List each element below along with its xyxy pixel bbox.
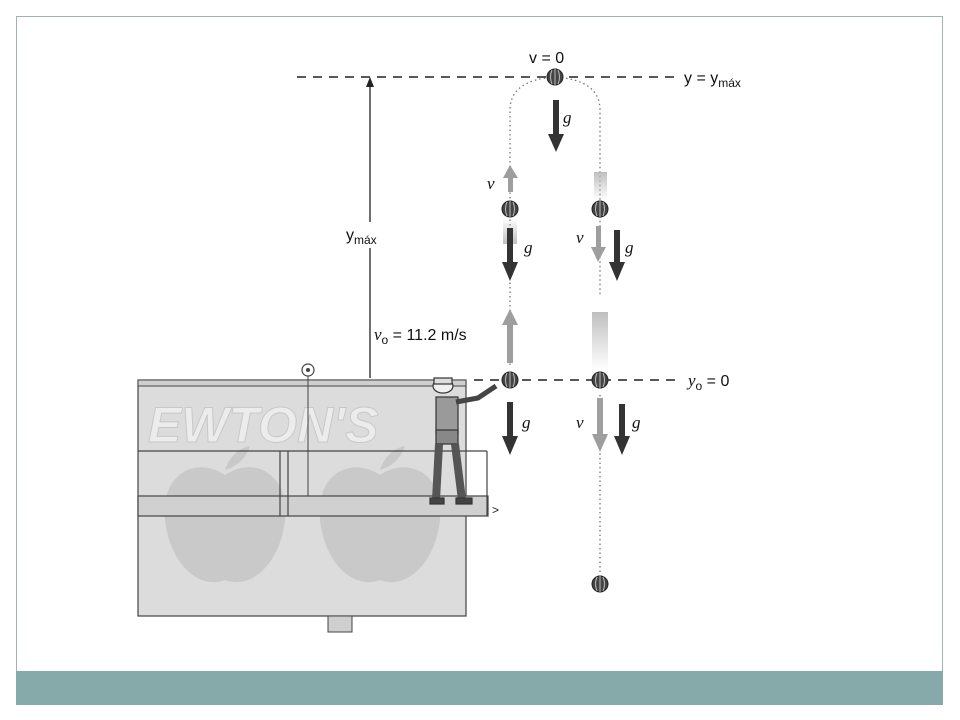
v-label: v [487, 174, 495, 193]
ball-falling-middle [591, 200, 609, 218]
g-label: g [524, 238, 533, 257]
ymax-label: ymáx [346, 227, 377, 247]
initial-position-label: yo = 0 [686, 371, 729, 393]
g-label: g [563, 108, 572, 127]
g-label: g [632, 413, 641, 432]
gravity-arrow-icon [614, 404, 630, 455]
motion-trail [594, 172, 607, 200]
v-label: v [576, 228, 584, 247]
gravity-arrow-icon [609, 230, 625, 281]
initial-velocity-label: vo = 11.2 m/s [374, 325, 467, 347]
v-zero-label: v = 0 [529, 50, 564, 67]
ball-return [591, 371, 609, 389]
velocity-up-arrow-icon [503, 165, 518, 192]
footer-bar [16, 671, 943, 705]
g-label: g [625, 238, 634, 257]
gravity-arrow-icon [502, 228, 518, 281]
building: EWTON'S > [137, 363, 499, 633]
person-figure [429, 377, 498, 505]
ball-launch [501, 371, 519, 389]
ball-rising-middle [501, 200, 519, 218]
ball-ground [591, 575, 609, 593]
y-equals-ymax-label: y = ymáx [684, 70, 741, 90]
velocity-up-arrow-icon [502, 309, 518, 363]
v-label: v [576, 413, 584, 432]
motion-trail [592, 312, 608, 370]
ball-top [546, 68, 564, 86]
ymax-arrowhead [366, 77, 374, 87]
gravity-arrow-icon [548, 100, 564, 152]
velocity-down-arrow-icon [591, 226, 606, 262]
gravity-arrow-icon [502, 402, 518, 455]
balcony-arrow-mark: > [492, 503, 499, 517]
ymax-label-bg [340, 222, 395, 248]
g-label: g [522, 413, 531, 432]
velocity-down-arrow-icon [592, 398, 608, 452]
building-sign: EWTON'S [148, 397, 378, 453]
